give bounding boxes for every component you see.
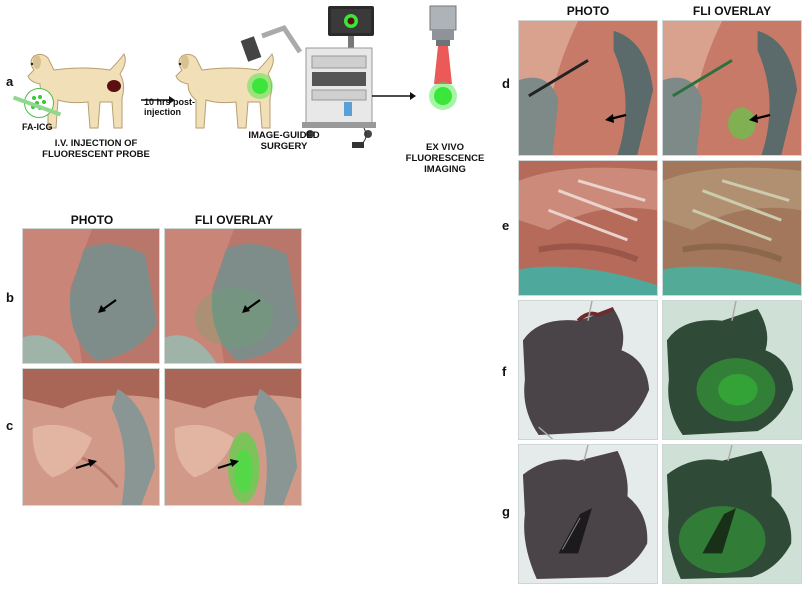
panel-g-overlay bbox=[662, 444, 802, 584]
probe-label: FA-ICG bbox=[22, 122, 53, 132]
panel-label-c: c bbox=[6, 418, 14, 433]
panel-g-photo bbox=[518, 444, 658, 584]
panel-d-overlay bbox=[662, 20, 802, 156]
dog-injection-illustration bbox=[14, 40, 134, 135]
panel-b-overlay-arrow-icon bbox=[240, 298, 262, 314]
panel-label-e: e bbox=[502, 218, 510, 233]
time-label: 10 hrs post-injection bbox=[144, 97, 196, 117]
panel-b-overlay bbox=[164, 228, 302, 364]
panel-f-overlay bbox=[662, 300, 802, 440]
column-header-left-overlay: FLI OVERLAY bbox=[194, 213, 274, 227]
panel-d-photo bbox=[518, 20, 658, 156]
panel-label-f: f bbox=[502, 364, 507, 379]
panel-d-overlay-arrow-icon bbox=[748, 110, 772, 124]
panel-label-g: g bbox=[502, 504, 510, 519]
column-header-left-photo: PHOTO bbox=[70, 213, 114, 227]
panel-label-b: b bbox=[6, 290, 14, 305]
panel-b-photo bbox=[22, 228, 160, 364]
panel-d-arrow-icon bbox=[604, 110, 628, 124]
panel-e-overlay bbox=[662, 160, 802, 296]
step3-caption: EX VIVO FLUORESCENCE IMAGING bbox=[405, 142, 485, 175]
panel-c-photo bbox=[22, 368, 160, 506]
column-header-right-photo: PHOTO bbox=[566, 4, 610, 18]
panel-c-arrow-icon bbox=[74, 458, 98, 472]
workflow-arrow-1 bbox=[141, 92, 175, 104]
panel-c-overlay-arrow-icon bbox=[216, 458, 240, 472]
panel-e-photo bbox=[518, 160, 658, 296]
dog-surgery-illustration bbox=[162, 40, 282, 135]
step1-caption: I.V. INJECTION OF FLUORESCENT PROBE bbox=[42, 138, 150, 160]
panel-label-d: d bbox=[502, 76, 510, 91]
step2-caption: IMAGE-GUIDED SURGERY bbox=[248, 130, 320, 152]
column-header-right-overlay: FLI OVERLAY bbox=[692, 4, 772, 18]
panel-label-a: a bbox=[6, 74, 14, 89]
workflow-arrow-2 bbox=[372, 88, 416, 100]
panel-b-arrow-icon bbox=[96, 298, 118, 314]
panel-f-photo bbox=[518, 300, 658, 440]
microscope-objective-illustration bbox=[418, 4, 468, 124]
panel-c-overlay bbox=[164, 368, 302, 506]
imaging-cart-illustration bbox=[240, 4, 380, 154]
